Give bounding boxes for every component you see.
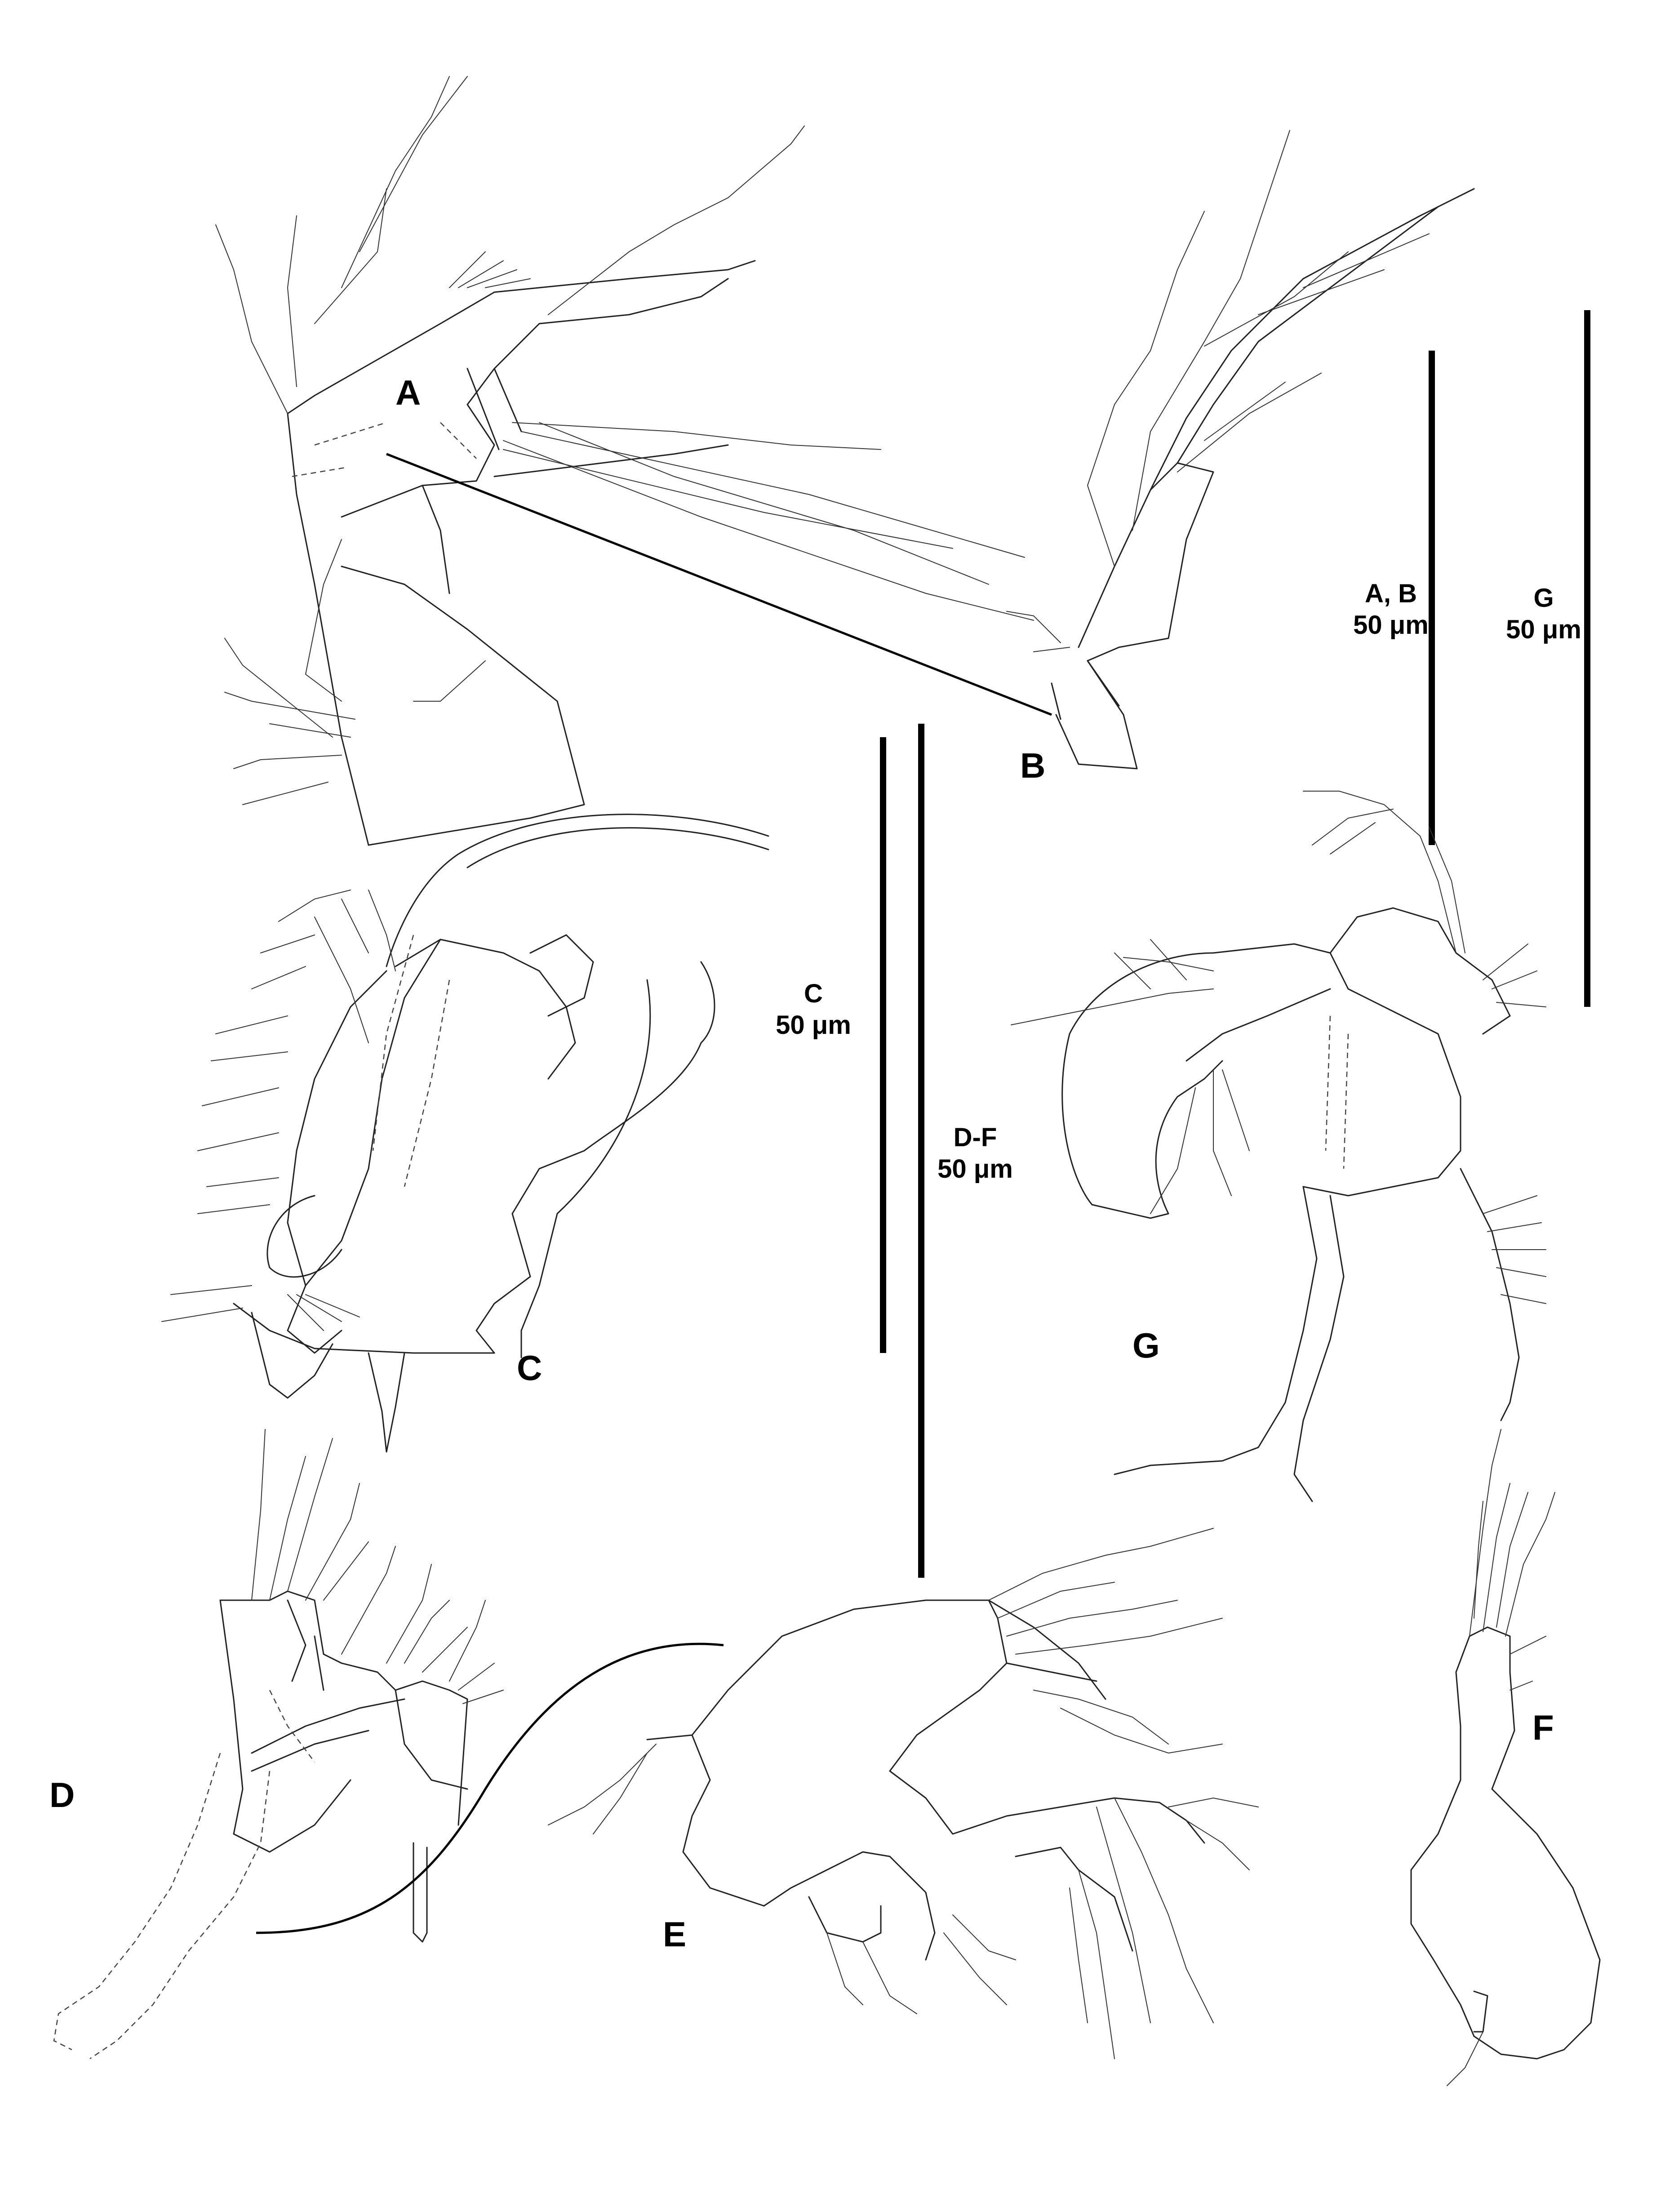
panel-a-b-connector-line: [386, 453, 1052, 716]
panel-label-b: B: [1020, 746, 1045, 785]
panel-label-g: G: [1132, 1326, 1160, 1365]
panel-label-f: F: [1532, 1708, 1554, 1747]
panel-label-e: E: [663, 1914, 686, 1954]
panel-c-drawing: [161, 814, 769, 1453]
panel-e-drawing: [548, 1528, 1259, 2059]
panel-b-drawing: [1006, 130, 1475, 770]
scale-bar-df-length: 50 μm: [937, 1154, 1013, 1184]
scale-bar-df-panels: D-F: [954, 1123, 997, 1152]
panel-label-a: A: [395, 373, 421, 412]
scale-bar-g-panels: G: [1533, 583, 1554, 613]
panel-d-e-divider-curve: [256, 1642, 724, 1934]
scale-bar-c-panels: C: [804, 979, 823, 1008]
scale-bar-g-length: 50 μm: [1506, 615, 1581, 644]
panel-label-c: C: [517, 1348, 542, 1388]
panel-f-drawing: [1410, 1429, 1601, 2086]
panel-d-drawing: [53, 1429, 504, 2060]
panel-g-drawing: [1011, 791, 1546, 1502]
scale-bar-ab-length: 50 μm: [1353, 610, 1429, 640]
panel-label-d: D: [49, 1775, 75, 1815]
scale-bar-c-length: 50 μm: [776, 1010, 851, 1040]
scale-bar-ab-panels: A, B: [1365, 579, 1417, 608]
panel-a-drawing: [215, 76, 1034, 846]
